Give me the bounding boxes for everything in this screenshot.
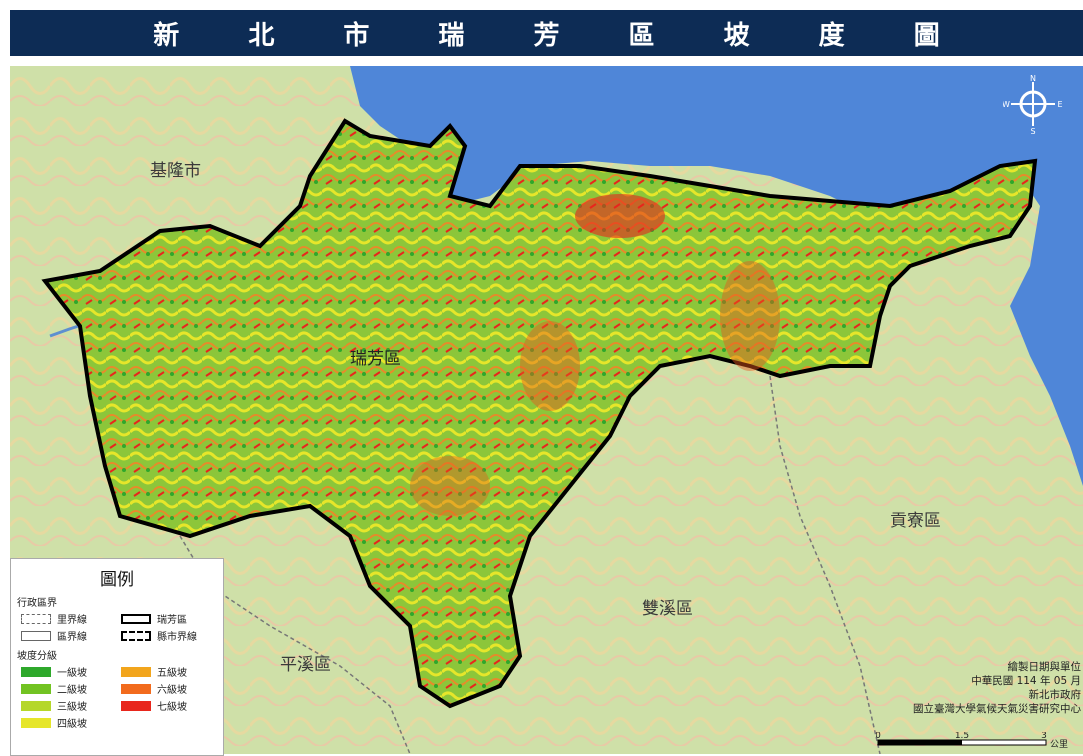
legend-label: 六級坡 bbox=[157, 685, 187, 696]
scale-label: 1.5 bbox=[955, 732, 969, 741]
legend-swatch bbox=[21, 717, 51, 728]
credit-line: 新北市政府 bbox=[1028, 689, 1082, 701]
scale-label: 3 bbox=[1041, 732, 1047, 741]
compass-e: E bbox=[1057, 100, 1062, 109]
legend-swatch bbox=[21, 683, 51, 694]
legend-label: 二級坡 bbox=[57, 685, 87, 696]
legend-admin-grid: 里界線 瑞芳區 區界線 縣市界線 bbox=[21, 611, 223, 643]
county-boundary bbox=[179, 535, 411, 754]
compass-n: N bbox=[1030, 74, 1036, 83]
legend-item-slope: 五級坡 bbox=[121, 664, 221, 679]
legend-swatch bbox=[121, 700, 151, 711]
scale-bar: 0 1.5 3 公里 bbox=[875, 731, 1076, 752]
legend-title: 圖例 bbox=[100, 570, 134, 590]
legend-item-slope: 三級坡 bbox=[21, 698, 121, 713]
legend-label: 四級坡 bbox=[57, 719, 87, 730]
scale-unit: 公里 bbox=[1050, 739, 1068, 750]
map-area[interactable]: 基隆市 瑞芳區 貢寮區 雙溪區 平溪區 N S E W bbox=[10, 66, 1083, 754]
legend-label: 三級坡 bbox=[57, 702, 87, 713]
title-bar: 新 北 市 瑞 芳 區 坡 度 圖 bbox=[10, 10, 1083, 56]
legend-label: 縣市界線 bbox=[157, 632, 197, 643]
legend-item-district-boundary: 區界線 bbox=[21, 628, 121, 643]
place-label-pingxi: 平溪區 bbox=[280, 655, 331, 675]
legend-item-slope: 七級坡 bbox=[121, 698, 221, 713]
place-label-shuangxi: 雙溪區 bbox=[642, 599, 693, 619]
legend-label: 七級坡 bbox=[157, 702, 187, 713]
legend-item-ruifang: 瑞芳區 bbox=[121, 611, 221, 626]
legend-admin-title: 行政區界 bbox=[17, 598, 57, 609]
north-arrow-icon: N S E W bbox=[1003, 74, 1063, 134]
sea bbox=[350, 66, 1083, 486]
legend-label: 區界線 bbox=[57, 632, 87, 643]
legend-swatch bbox=[121, 630, 151, 641]
compass-s: S bbox=[1030, 127, 1035, 134]
legend-item-slope: 四級坡 bbox=[21, 715, 121, 730]
legend-label: 一級坡 bbox=[57, 668, 87, 679]
credit-block: 繪製日期與單位 中華民國 114 年 05 月 新北市政府 國立臺灣大學氣候天氣… bbox=[913, 660, 1081, 716]
legend: 圖例 行政區界 里界線 瑞芳區 區界線 縣市界線 坡度分級 一級坡 五級坡二級坡 六… bbox=[10, 558, 224, 756]
legend-swatch bbox=[121, 666, 151, 677]
legend-slope-title: 坡度分級 bbox=[17, 651, 57, 662]
compass-w: W bbox=[1003, 100, 1010, 109]
legend-swatch bbox=[21, 700, 51, 711]
legend-swatch bbox=[21, 630, 51, 641]
legend-item-village-boundary: 里界線 bbox=[21, 611, 121, 626]
steep-slope-area bbox=[410, 456, 490, 516]
legend-item-slope: 一級坡 bbox=[21, 664, 121, 679]
scale-label: 0 bbox=[876, 732, 881, 741]
steep-slope-area bbox=[575, 194, 665, 238]
legend-item-slope: 二級坡 bbox=[21, 681, 121, 696]
legend-label: 五級坡 bbox=[157, 668, 187, 679]
place-label-keelung: 基隆市 bbox=[150, 161, 201, 181]
legend-swatch bbox=[121, 683, 151, 694]
legend-slope-grid: 一級坡 五級坡二級坡 六級坡三級坡 七級坡四級坡 bbox=[21, 664, 223, 730]
legend-item-slope: 六級坡 bbox=[121, 681, 221, 696]
legend-swatch bbox=[21, 666, 51, 677]
legend-label: 里界線 bbox=[57, 615, 87, 626]
legend-swatch bbox=[21, 613, 51, 624]
credit-line: 中華民國 114 年 05 月 bbox=[971, 675, 1081, 687]
place-label-gongliao: 貢寮區 bbox=[890, 511, 941, 531]
district-boundary bbox=[769, 375, 881, 754]
credit-line: 國立臺灣大學氣候天氣災害研究中心 bbox=[913, 703, 1081, 715]
map-title: 新 北 市 瑞 芳 區 坡 度 圖 bbox=[153, 20, 970, 51]
place-label-ruifang: 瑞芳區 bbox=[350, 349, 401, 369]
legend-label: 瑞芳區 bbox=[157, 615, 187, 626]
legend-item-county-boundary: 縣市界線 bbox=[121, 628, 221, 643]
legend-swatch bbox=[121, 613, 151, 624]
steep-slope-area bbox=[720, 261, 780, 371]
credit-line: 繪製日期與單位 bbox=[1007, 661, 1082, 673]
ruifang-district-boundary[interactable] bbox=[41, 118, 1038, 709]
steep-slope-area bbox=[520, 321, 580, 411]
